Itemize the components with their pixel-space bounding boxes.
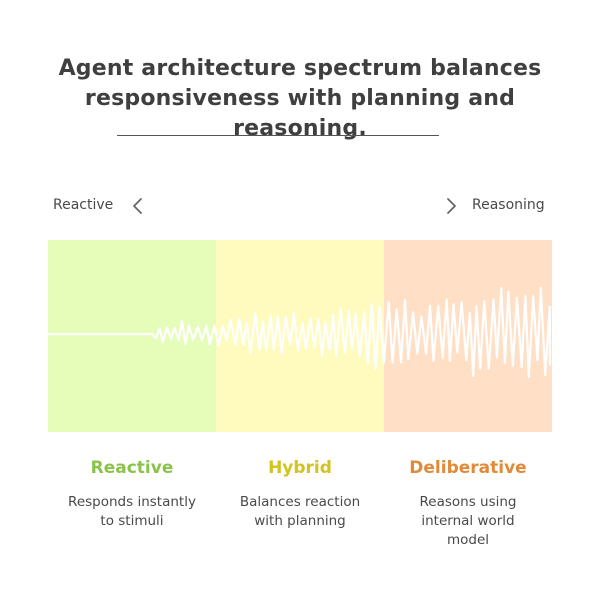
band-title-reactive: Reactive <box>90 458 174 478</box>
axis-left-label: Reactive <box>53 197 114 213</box>
band-title-hybrid: Hybrid <box>268 458 332 478</box>
spectrum-bands <box>48 240 552 432</box>
band-description-deliberative: Reasons using internal world model <box>419 494 517 548</box>
page-title: Agent architecture spectrum balances res… <box>58 56 542 141</box>
chevron-left-icon <box>133 198 142 214</box>
band-description-hybrid: Balances reaction with planning <box>239 494 361 529</box>
signal-wave <box>48 286 552 379</box>
band-description-reactive: Responds instantly to stimuli <box>68 494 196 529</box>
signal-wave-line <box>48 286 552 379</box>
band-title-deliberative: Deliberative <box>409 458 527 478</box>
axis-right-label: Reasoning <box>472 197 545 213</box>
chevron-right-icon <box>447 198 456 214</box>
title-underline <box>117 135 439 136</box>
